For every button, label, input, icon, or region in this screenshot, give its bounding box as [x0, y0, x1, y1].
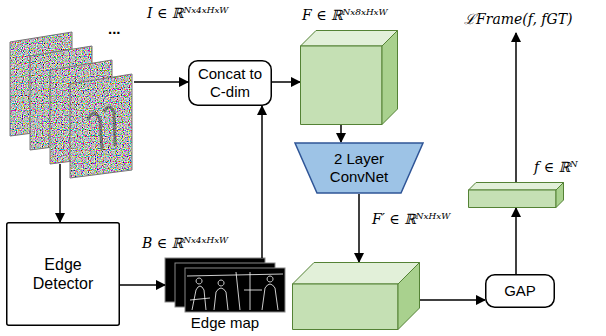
loss-arrow [515, 33, 517, 182]
flow-arrow [261, 106, 263, 258]
box-label: Concat to C-dim [197, 65, 263, 101]
label-anchor: I ∈ ℝᴺˣ⁴ˣᴴˣᵂ [145, 4, 230, 22]
label-anchor: B ∈ ℝᴺˣ⁴ˣᴴˣᵂ [140, 234, 230, 252]
edge-map-frames [165, 258, 285, 312]
input-frames: I ∈ ℝᴺˣ⁴ˣᴴˣᵂ [10, 30, 134, 164]
feature-cube: F ∈ ℝᴺˣ⁸ˣᴴˣᵂ [300, 30, 398, 125]
edge-map-image: B ∈ ℝᴺˣ⁴ˣᴴˣᵂEdge map [165, 258, 285, 312]
tensor-label: I ∈ ℝᴺˣ⁴ˣᴴˣᵂ [145, 4, 230, 22]
flow-arrow [120, 284, 165, 286]
flow-arrow [272, 81, 300, 83]
label-anchor: f ∈ ℝᴺ [532, 158, 580, 176]
process-box: GAP [485, 274, 555, 308]
label-anchor: ... [108, 20, 121, 38]
box-label: Edge Detector [23, 255, 103, 293]
tensor-label: F′ ∈ ℝᴺˣᴴˣᵂ [370, 210, 452, 228]
label-anchor: F ∈ ℝᴺˣ⁸ˣᴴˣᵂ [300, 6, 390, 24]
process-box: Concat to C-dim [188, 60, 272, 106]
feature-vector: f ∈ ℝᴺ [468, 182, 564, 208]
flow-arrow [134, 81, 188, 83]
flow-arrow [358, 194, 360, 262]
box-label: GAP [504, 282, 536, 300]
process-box-outline [6, 222, 120, 326]
process-box: Edge Detector [6, 222, 120, 326]
feature-slab: F′ ∈ ℝᴺˣᴴˣᵂ [292, 262, 420, 330]
flow-arrow [59, 164, 61, 222]
feature-cube-outline [300, 30, 398, 125]
network-trapezoid: 2 Layer ConvNet [294, 142, 424, 194]
flow-arrow [420, 299, 485, 301]
image-caption: Edge map [165, 314, 285, 332]
ellipsis: ... [108, 20, 121, 38]
feature-vector-outline [468, 182, 564, 208]
flow-arrow [515, 208, 517, 274]
label-anchor: Edge map [165, 314, 285, 332]
label-anchor: F′ ∈ ℝᴺˣᴴˣᵂ [370, 210, 452, 228]
label-anchor: ℒFrame(f, fGT) [462, 10, 575, 28]
input-frames [10, 32, 132, 178]
box-label: 2 Layer ConvNet [314, 150, 404, 186]
feature-slab-outline [292, 262, 420, 330]
tensor-label: F ∈ ℝᴺˣ⁸ˣᴴˣᵂ [300, 6, 390, 24]
loss-label: ℒFrame(f, fGT) [462, 10, 575, 28]
tensor-label: f ∈ ℝᴺ [532, 158, 580, 176]
flow-arrow [340, 125, 342, 142]
tensor-label: B ∈ ℝᴺˣ⁴ˣᴴˣᵂ [140, 234, 230, 252]
